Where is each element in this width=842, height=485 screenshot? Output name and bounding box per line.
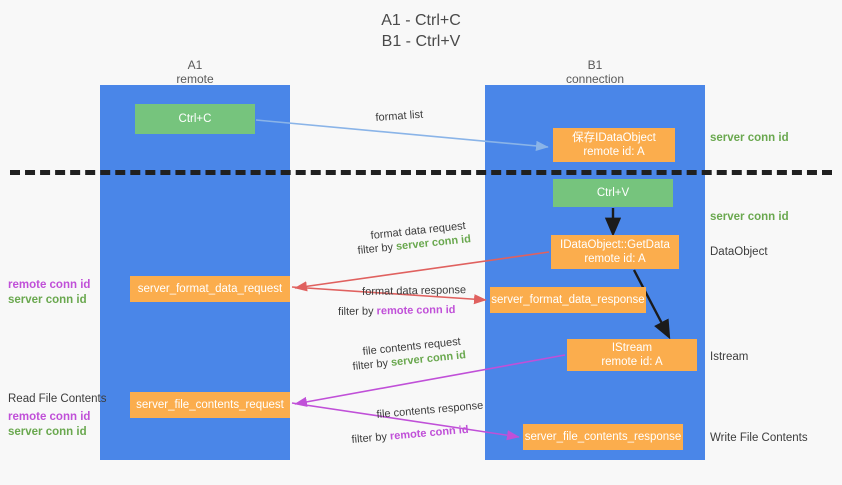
annotation-server-conn-id-mid: server conn id	[710, 211, 789, 223]
node-ctrl-c[interactable]: Ctrl+C	[135, 104, 255, 134]
annotation-write-file-contents: Write File Contents	[710, 432, 808, 444]
node-istream[interactable]: IStream remote id: A	[567, 339, 697, 371]
node-save-idataobject[interactable]: 保存IDataObject remote id: A	[553, 128, 675, 162]
node-ctrl-v-label: Ctrl+V	[596, 187, 630, 199]
filter-key-remote-conn-id: remote conn id	[376, 303, 456, 318]
node-server-file-contents-request[interactable]: server_file_contents_request	[130, 392, 290, 418]
filter-prefix: filter by	[351, 430, 391, 446]
edge-label-format-data-response: format data response	[362, 284, 467, 298]
filter-key-remote-conn-id: remote conn id	[389, 423, 470, 443]
phase-divider	[10, 170, 832, 175]
node-istream-sub: remote id: A	[601, 356, 663, 368]
annotation-conn-ids-lower: remote conn id server conn id	[8, 410, 90, 440]
node-idataobject-getdata-label: IDataObject::GetData	[560, 239, 670, 251]
node-ctrl-c-label: Ctrl+C	[178, 113, 212, 125]
node-save-idataobject-sub: remote id: A	[583, 146, 645, 158]
filter-prefix: filter by	[357, 240, 397, 257]
node-server-file-contents-request-label: server_file_contents_request	[136, 399, 284, 411]
annotation-istream: Istream	[710, 351, 749, 363]
annotation-remote-conn-id: remote conn id	[8, 279, 91, 291]
node-save-idataobject-label: 保存IDataObject	[572, 132, 656, 144]
edge-label-format-data-response-filter: filter by remote conn id	[338, 303, 456, 320]
annotation-dataobject: DataObject	[710, 246, 768, 258]
filter-prefix: filter by	[352, 356, 392, 373]
node-server-format-data-response[interactable]: server_format_data_response	[490, 287, 646, 313]
edge-label-file-contents-response-filter: filter by remote conn id	[351, 423, 469, 448]
column-a1-sub: remote	[176, 72, 214, 86]
column-b1-name: B1	[587, 58, 603, 72]
page-title: A1 - Ctrl+C B1 - Ctrl+V	[0, 10, 842, 52]
annotation-remote-conn-id: remote conn id	[8, 411, 91, 423]
node-server-format-data-request-label: server_format_data_request	[137, 283, 283, 295]
column-header-b1: B1 connection	[520, 58, 670, 86]
column-a1-name: A1	[187, 58, 203, 72]
annotation-read-file-contents: Read File Contents	[8, 393, 107, 405]
title-line-2: B1 - Ctrl+V	[381, 33, 461, 50]
node-idataobject-getdata[interactable]: IDataObject::GetData remote id: A	[551, 235, 679, 269]
node-ctrl-v[interactable]: Ctrl+V	[553, 179, 673, 207]
annotation-conn-ids-upper: remote conn id server conn id	[8, 278, 90, 308]
title-line-1: A1 - Ctrl+C	[381, 12, 461, 29]
filter-prefix: filter by	[338, 305, 377, 318]
node-idataobject-getdata-sub: remote id: A	[584, 253, 646, 265]
node-istream-label: IStream	[611, 342, 653, 354]
node-server-file-contents-response[interactable]: server_file_contents_response	[523, 424, 683, 450]
node-server-format-data-request[interactable]: server_format_data_request	[130, 276, 290, 302]
annotation-server-conn-id: server conn id	[8, 426, 87, 438]
column-header-a1: A1 remote	[120, 58, 270, 86]
column-b1-sub: connection	[565, 72, 625, 86]
annotation-server-conn-id-top: server conn id	[710, 132, 789, 144]
edge-label-format-list: format list	[375, 108, 424, 124]
annotation-server-conn-id: server conn id	[8, 294, 87, 306]
node-server-format-data-response-label: server_format_data_response	[491, 294, 645, 306]
node-server-file-contents-response-label: server_file_contents_response	[524, 431, 682, 443]
edge-label-file-contents-response: file contents response	[376, 399, 484, 421]
